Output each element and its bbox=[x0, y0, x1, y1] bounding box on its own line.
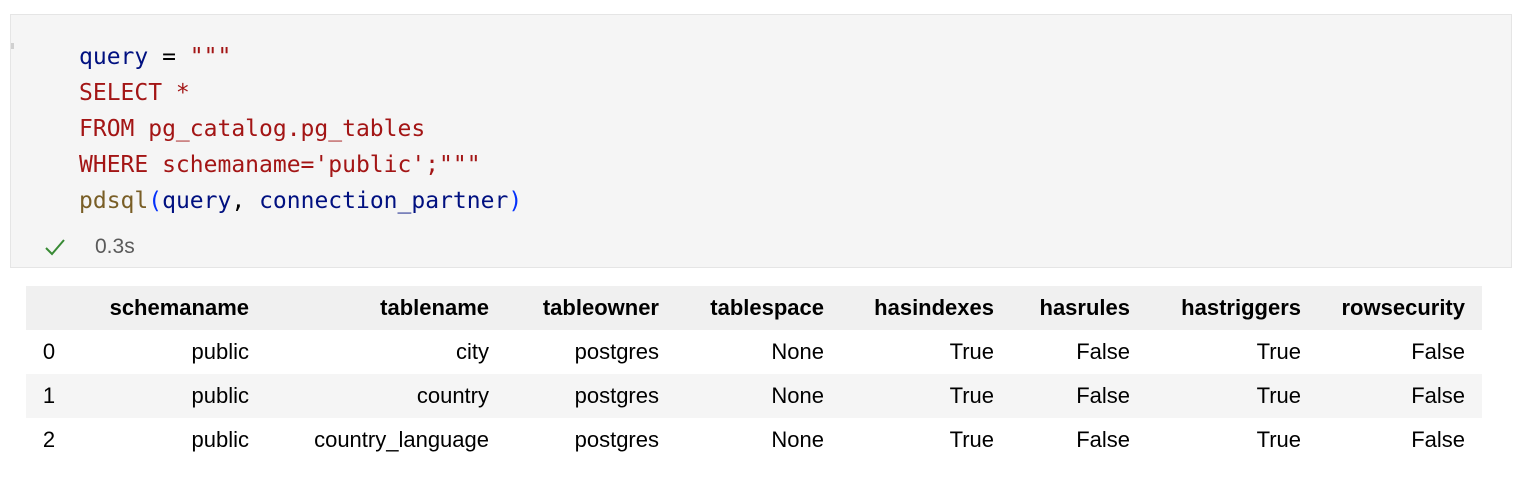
code-token: query bbox=[79, 44, 149, 70]
code-line: FROM pg_catalog.pg_tables bbox=[79, 111, 522, 147]
table-cell: public bbox=[191, 383, 249, 408]
table-cell: False bbox=[1411, 339, 1465, 364]
table-cell: False bbox=[1076, 427, 1130, 452]
code-line: WHERE schemaname='public';""" bbox=[79, 147, 522, 183]
code-token: ( bbox=[148, 188, 163, 214]
table-cell: True bbox=[1256, 383, 1301, 408]
code-editor[interactable]: query = """ SELECT * FROM pg_catalog.pg_ta… bbox=[79, 39, 522, 219]
table-cell: False bbox=[1411, 427, 1465, 452]
table-row: 1 public country postgres None True Fals… bbox=[26, 374, 1482, 418]
table-cell: False bbox=[1076, 383, 1130, 408]
table-cell: False bbox=[1076, 339, 1130, 364]
row-index: 2 bbox=[42, 427, 56, 452]
table-cell: country_language bbox=[314, 427, 489, 452]
code-cell[interactable]: query = """ SELECT * FROM pg_catalog.pg_ta… bbox=[10, 14, 1512, 268]
table-cell: country bbox=[416, 383, 489, 408]
row-index: 1 bbox=[42, 383, 56, 408]
table-cell: postgres bbox=[574, 339, 659, 364]
cell-execution-marker bbox=[11, 43, 14, 49]
table-cell: True bbox=[949, 383, 994, 408]
table-row: 0 public city postgres None True False T… bbox=[26, 330, 1482, 374]
table-row: 2 public country_language postgres None … bbox=[26, 418, 1482, 462]
table-cell: True bbox=[949, 339, 994, 364]
cell-output: schemaname tablename tableowner tablespa… bbox=[26, 286, 1482, 462]
column-header-tablespace: tablespace bbox=[710, 295, 824, 320]
column-header-hasindexes: hasindexes bbox=[874, 295, 994, 320]
code-line: SELECT * bbox=[79, 75, 522, 111]
code-token: ) bbox=[508, 188, 523, 214]
dataframe-table: schemaname tablename tableowner tablespa… bbox=[26, 286, 1482, 462]
code-line: pdsql(query, connection_partner) bbox=[79, 183, 522, 219]
table-cell: False bbox=[1411, 383, 1465, 408]
column-header-schemaname: schemaname bbox=[109, 295, 249, 320]
table-cell: None bbox=[771, 383, 824, 408]
column-header-tablename: tablename bbox=[380, 295, 489, 320]
execution-time: 0.3s bbox=[95, 235, 135, 258]
table-cell: None bbox=[771, 339, 824, 364]
table-cell: postgres bbox=[574, 427, 659, 452]
check-icon bbox=[45, 239, 65, 256]
column-header-hastriggers: hastriggers bbox=[1181, 295, 1301, 320]
table-header-row: schemaname tablename tableowner tablespa… bbox=[26, 286, 1482, 330]
code-token: connection_partner bbox=[259, 188, 509, 214]
code-token: WHERE schemaname='public';""" bbox=[79, 152, 481, 178]
execution-status: 0.3s bbox=[43, 233, 135, 261]
column-header-rowsecurity: rowsecurity bbox=[1341, 295, 1466, 320]
code-line: query = """ bbox=[79, 39, 522, 75]
table-cell: True bbox=[949, 427, 994, 452]
table-cell: postgres bbox=[574, 383, 659, 408]
code-token: FROM pg_catalog.pg_tables bbox=[79, 116, 426, 142]
code-token: """ bbox=[189, 44, 232, 70]
row-index: 0 bbox=[42, 339, 56, 364]
table-cell: public bbox=[191, 427, 249, 452]
column-header-hasrules: hasrules bbox=[1039, 295, 1131, 320]
table-cell: True bbox=[1256, 339, 1301, 364]
code-token: = bbox=[148, 44, 190, 70]
code-token: pdsql bbox=[79, 188, 149, 214]
code-token: SELECT * bbox=[79, 80, 190, 106]
table-cell: city bbox=[456, 339, 489, 364]
table-cell: None bbox=[771, 427, 824, 452]
table-cell: public bbox=[191, 339, 249, 364]
code-token: , bbox=[231, 188, 260, 214]
column-header-index bbox=[26, 286, 76, 330]
column-header-tableowner: tableowner bbox=[542, 295, 659, 320]
code-token: query bbox=[162, 188, 232, 214]
table-cell: True bbox=[1256, 427, 1301, 452]
